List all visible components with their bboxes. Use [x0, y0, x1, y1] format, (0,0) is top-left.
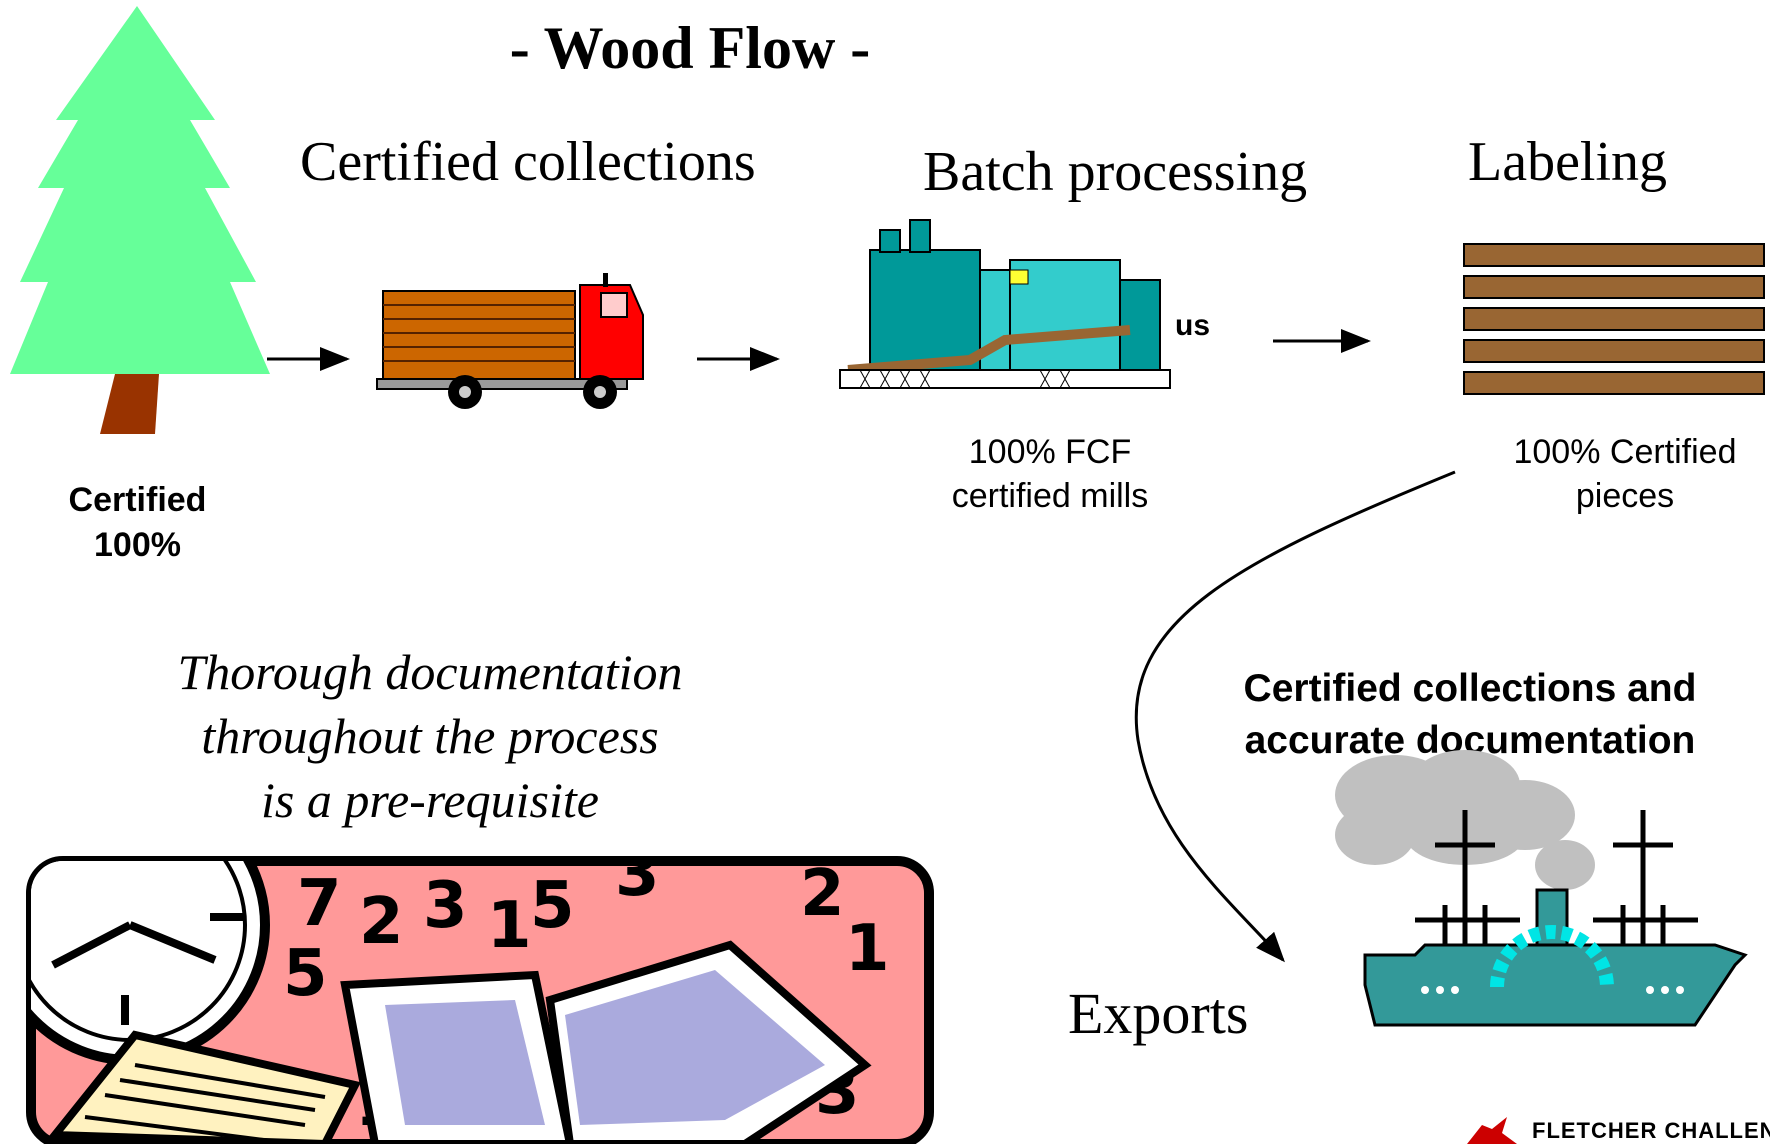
mill-caption-line-1: 100% FCF: [968, 433, 1132, 471]
truck-icon: [376, 273, 644, 409]
planks-icon: [1463, 243, 1765, 395]
tree-caption-line-2: 100%: [94, 526, 181, 564]
labeling-caption: 100% Certified pieces: [1480, 430, 1770, 518]
doc-number-7: 2: [800, 857, 845, 931]
logo-text: FLETCHER CHALLEN: [1532, 1118, 1770, 1143]
book-icon: [340, 940, 872, 1144]
doc-number-8: 1: [845, 912, 890, 986]
tree-caption: Certified 100%: [40, 478, 235, 568]
doc-number-3: 3: [423, 869, 468, 943]
tree-caption-line-1: Certified: [68, 481, 207, 519]
documentation-note-line-2: throughout the process: [201, 708, 659, 764]
doc-number-9: 5: [283, 937, 328, 1011]
tree-icon: [10, 6, 270, 434]
documentation-note: Thorough documentation throughout the pr…: [80, 640, 780, 832]
logo-icon: [1467, 1117, 1517, 1144]
documentation-note-line-1: Thorough documentation: [177, 644, 683, 700]
exports-label: Exports: [1068, 981, 1249, 1046]
stage-title-labeling: Labeling: [1468, 131, 1668, 193]
doc-number-1: 7: [297, 867, 342, 941]
labeling-caption-line-2: pieces: [1575, 477, 1675, 515]
notepad-icon: [46, 1030, 361, 1144]
mill-caption-line-2: certified mills: [951, 477, 1149, 515]
mill-caption: 100% FCF certified mills: [920, 430, 1180, 518]
documents-icon: 7 2 3 1 5 3 2 1 5 1 3: [26, 856, 934, 1144]
doc-number-5: 5: [530, 869, 575, 943]
exports-heading-line-1: Certified collections and: [1243, 667, 1697, 710]
mill-icon: us: [839, 219, 1210, 389]
labeling-caption-line-1: 100% Certified: [1513, 433, 1737, 471]
mill-sign: us: [1175, 309, 1210, 342]
doc-number-4: 1: [487, 889, 532, 963]
stage-title-collections: Certified collections: [300, 131, 756, 193]
doc-number-2: 2: [359, 885, 404, 959]
stage-title-batch: Batch processing: [923, 141, 1308, 203]
page-title: - Wood Flow -: [509, 15, 871, 81]
doc-number-6: 3: [615, 837, 660, 911]
documentation-note-line-3: is a pre-requisite: [261, 772, 599, 828]
ship-icon: [1335, 750, 1748, 1027]
